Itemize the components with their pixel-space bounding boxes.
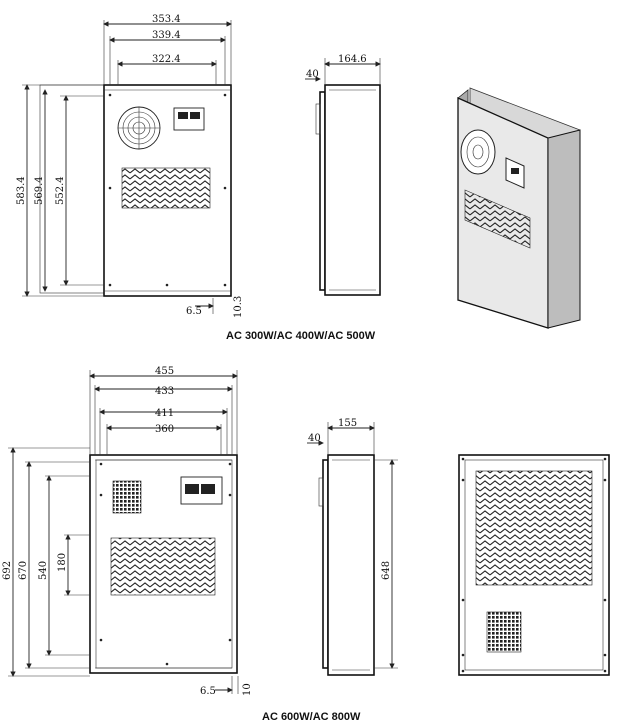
fan-grid-icon-2 xyxy=(486,611,522,653)
dim-bot-h2: 670 xyxy=(18,561,29,580)
dim-top-depth: 164.6 xyxy=(338,54,367,65)
fan-icon xyxy=(117,106,161,150)
dim-bot-bottom: 10 xyxy=(242,683,253,696)
top-front-view: 353.4 339.4 322.4 583.4 569.4 552.4 6.5 … xyxy=(16,14,244,318)
dim-bot-gap: 6.5 xyxy=(200,686,216,697)
dim-top-depth-off: 10.3 xyxy=(233,296,244,318)
louver-grille xyxy=(121,167,211,209)
bottom-side-view: 40 155 648 xyxy=(307,418,398,676)
iso-fan-icon xyxy=(460,129,496,175)
dim-bot-w3: 411 xyxy=(155,408,174,419)
dim-bot-h1: 692 xyxy=(2,561,13,580)
dim-bot-height: 648 xyxy=(381,561,392,580)
dim-top-flange: 40 xyxy=(306,69,319,80)
fan-grid-icon xyxy=(112,480,142,514)
top-isometric-view xyxy=(457,87,581,329)
top-caption: AC 300W/AC 400W/AC 500W xyxy=(226,330,376,342)
bottom-caption: AC 600W/AC 800W xyxy=(262,711,361,723)
dim-top-h1: 583.4 xyxy=(16,176,27,205)
dim-bot-depth: 155 xyxy=(338,418,357,429)
louver-grille-2 xyxy=(110,537,216,596)
bottom-back-view xyxy=(458,454,610,676)
dim-bot-w2: 433 xyxy=(155,386,174,397)
dim-bot-w4: 360 xyxy=(155,424,174,435)
dim-top-w1: 353.4 xyxy=(152,14,181,25)
dim-top-w3: 322.4 xyxy=(152,54,181,65)
dim-bot-h3: 540 xyxy=(38,561,49,580)
dim-bot-h4: 180 xyxy=(57,553,68,572)
controller-panel xyxy=(173,107,205,131)
louver-grille-3 xyxy=(475,470,593,586)
dim-top-h3: 552.4 xyxy=(55,176,66,205)
controller-panel-2 xyxy=(180,476,223,505)
dim-bot-w1: 455 xyxy=(155,366,174,377)
dim-top-w2: 339.4 xyxy=(152,30,181,41)
bottom-front-view: 455 433 411 360 692 670 540 180 6.5 10 xyxy=(2,366,253,697)
top-side-view: 40 164.6 xyxy=(305,54,381,296)
dim-top-gap: 6.5 xyxy=(186,306,202,317)
dim-top-h2: 569.4 xyxy=(34,176,45,205)
dim-bot-flange: 40 xyxy=(308,433,321,444)
